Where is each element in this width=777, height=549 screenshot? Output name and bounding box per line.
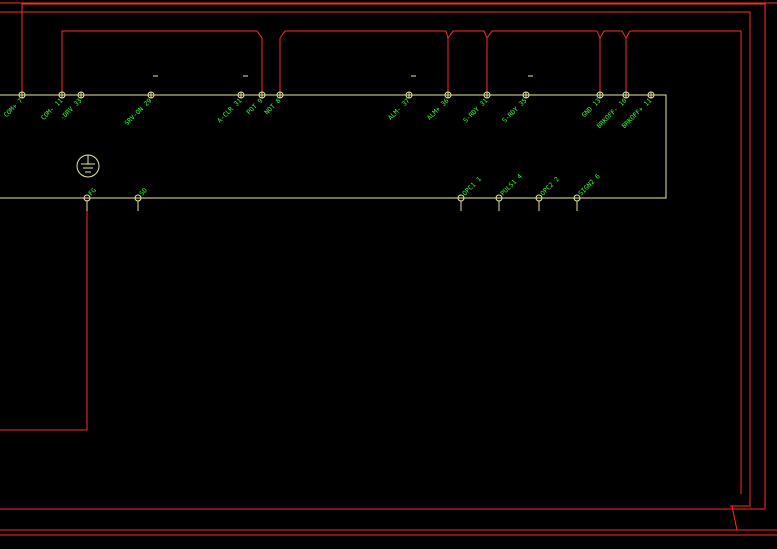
terminal-label: SRV-ON 29 (123, 97, 154, 128)
top-terminal[interactable]: S-RDY 31 (462, 91, 491, 125)
terminal-pin (77, 91, 85, 99)
bottom-terminal[interactable]: FG (83, 186, 98, 211)
top-terminal[interactable]: ALM+ 36 (425, 91, 452, 122)
top-terminal[interactable]: GND 13 (580, 91, 604, 119)
terminal-pin (596, 91, 604, 99)
connector-box (0, 94, 667, 199)
terminal-pin (522, 91, 530, 99)
top-terminal[interactable]: POT 9 (245, 91, 266, 117)
terminal-label: FG (87, 186, 98, 197)
terminal-label: NOT 8 (263, 97, 283, 117)
terminal-pin (58, 91, 66, 99)
top-terminal[interactable]: S-RDY 35 (501, 75, 533, 125)
terminal-label: GND 13 (580, 97, 602, 119)
terminal-label: SIGN2 6 (577, 172, 602, 197)
terminal-pin (622, 91, 630, 99)
bottom-terminal[interactable]: OPC2 2 (535, 175, 561, 211)
terminal-label: ALM- 37 (386, 97, 411, 122)
terminal-label: COM+ 7 (2, 97, 24, 119)
terminal-pin (258, 91, 266, 99)
top-terminal[interactable]: A-CLR 31 (216, 75, 248, 125)
terminal-label: PULS1 4 (499, 172, 524, 197)
bottom-terminal[interactable]: PULS1 4 (495, 172, 524, 211)
top-terminal[interactable]: COM+ 7 (2, 91, 26, 119)
terminal-label: S-RDY 35 (501, 97, 529, 125)
terminal-pin (483, 91, 491, 99)
top-terminal[interactable]: SRV-ON 29 (123, 75, 158, 128)
terminal-pin (276, 91, 284, 99)
terminal-label: OPC2 2 (539, 175, 561, 197)
terminal-label: S-RDY 31 (462, 97, 490, 125)
terminal-label: ALM+ 36 (425, 97, 450, 122)
terminal-label: OPC1 1 (461, 175, 483, 197)
terminal-pin (18, 91, 26, 99)
terminal-pin (444, 91, 452, 99)
bus-wires (0, 30, 742, 494)
terminal-label: SD (138, 186, 149, 197)
top-terminal[interactable]: ALM- 37 (386, 75, 416, 122)
terminal-pin (147, 91, 155, 99)
outer-wires (0, 2, 777, 536)
terminal-label: POT 9 (245, 97, 265, 117)
bottom-terminal-group: FG SD OPC1 1 PULS1 4 OPC2 2 SIGN2 6 (83, 172, 602, 211)
terminal-pin (647, 91, 655, 99)
bottom-terminal[interactable]: OPC1 1 (457, 175, 483, 211)
ground-icon (76, 154, 100, 178)
bottom-terminal[interactable]: SD (134, 186, 149, 211)
top-terminal[interactable]: NOT 8 (263, 91, 284, 117)
terminal-label: A-CLR 31 (216, 97, 244, 125)
terminal-pin (405, 91, 413, 99)
bottom-terminal[interactable]: SIGN2 6 (573, 172, 602, 211)
terminal-pin (237, 91, 245, 99)
